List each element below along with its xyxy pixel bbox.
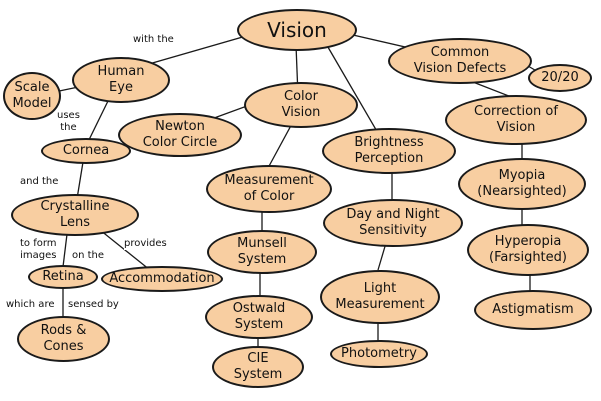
node-photometry: Photometry bbox=[330, 340, 428, 368]
node-cie-system: CIE System bbox=[212, 346, 304, 388]
node-scale-model: Scale Model bbox=[3, 72, 61, 120]
node-rods-cones: Rods & Cones bbox=[17, 316, 110, 362]
node-myopia: Myopia (Nearsighted) bbox=[458, 158, 586, 210]
node-common-vision-defects: Common Vision Defects bbox=[388, 38, 532, 84]
node-20-20: 20/20 bbox=[528, 64, 592, 92]
node-human-eye: Human Eye bbox=[72, 57, 170, 103]
node-light-measurement: Light Measurement bbox=[320, 270, 440, 324]
node-brightness-perception: Brightness Perception bbox=[322, 128, 456, 174]
node-vision: Vision bbox=[237, 9, 357, 51]
node-color-vision: Color Vision bbox=[244, 82, 358, 128]
link-label-to-form-images: to form images bbox=[20, 238, 57, 261]
link-label-and-the: and the bbox=[20, 176, 59, 188]
node-retina: Retina bbox=[28, 265, 98, 289]
node-cornea: Cornea bbox=[41, 138, 131, 164]
link-label-provides: provides bbox=[124, 238, 167, 250]
link-label-on-the: on the bbox=[72, 250, 105, 262]
node-astigmatism: Astigmatism bbox=[474, 290, 592, 330]
node-measurement-of-color: Measurement of Color bbox=[206, 165, 332, 213]
link-label-sensed-by: sensed by bbox=[68, 299, 119, 311]
link-color-vision-measurement bbox=[267, 119, 295, 169]
node-newton-color-circle: Newton Color Circle bbox=[118, 113, 242, 157]
node-crystalline-lens: Crystalline Lens bbox=[11, 194, 139, 236]
node-day-night-sensitivity: Day and Night Sensitivity bbox=[323, 199, 463, 247]
link-label-which-are: which are bbox=[6, 299, 55, 311]
node-correction-of-vision: Correction of Vision bbox=[445, 95, 587, 145]
link-label-uses-the: uses the bbox=[57, 110, 80, 133]
link-vision-brightness bbox=[324, 41, 383, 141]
link-label-with-the: with the bbox=[133, 34, 174, 46]
node-munsell-system: Munsell System bbox=[207, 230, 317, 274]
link-day-night-light bbox=[377, 242, 387, 271]
node-accommodation: Accommodation bbox=[101, 266, 223, 292]
node-ostwald-system: Ostwald System bbox=[205, 295, 313, 339]
node-hyperopia: Hyperopia (Farsighted) bbox=[467, 224, 589, 276]
